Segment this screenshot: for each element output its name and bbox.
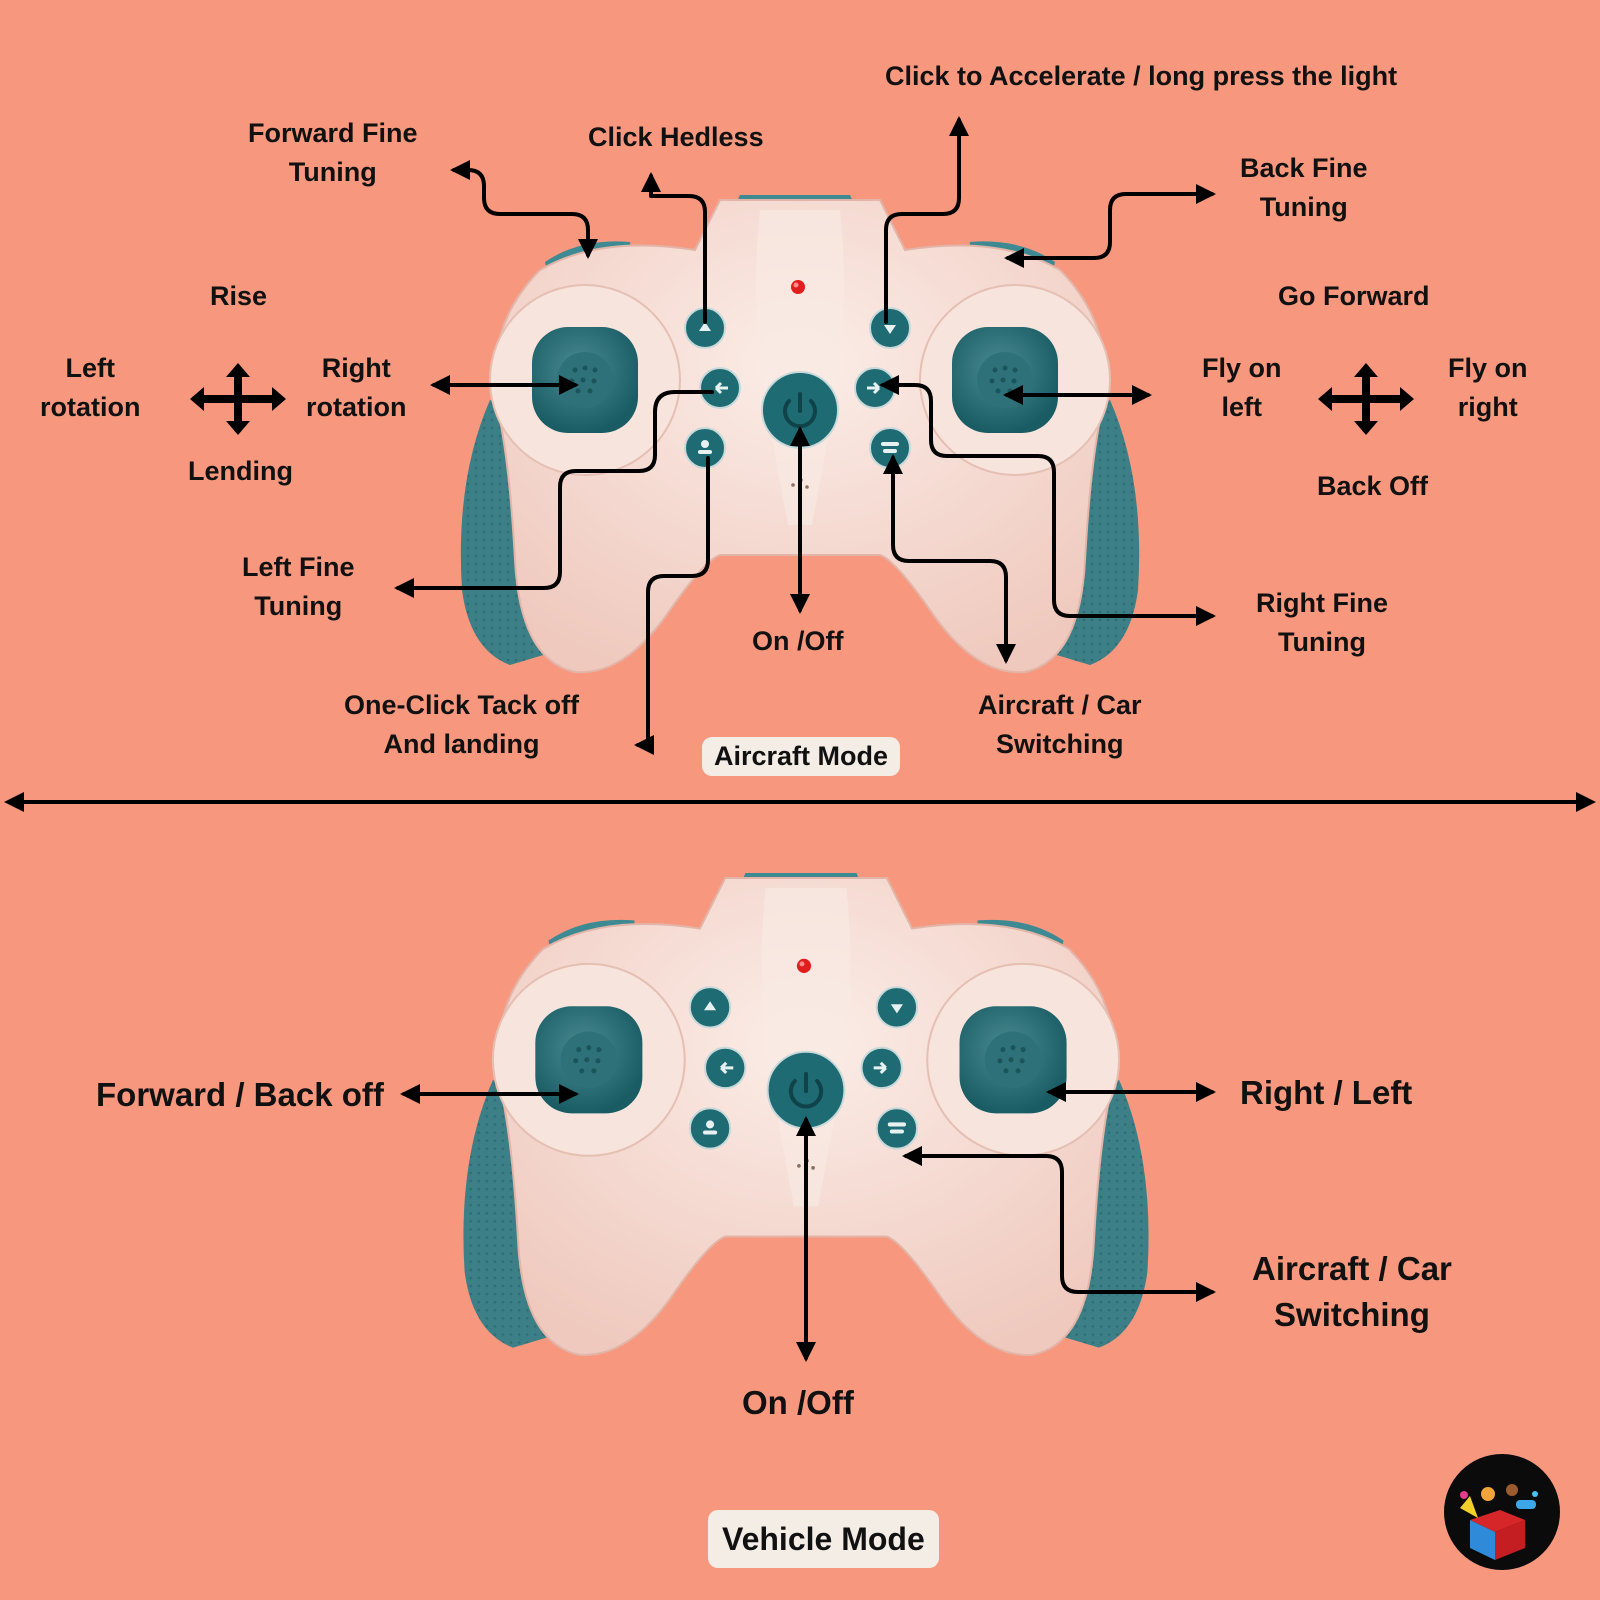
line-accelerate xyxy=(884,116,969,324)
mode-badge-aircraft: Aircraft Mode xyxy=(702,737,901,776)
label-click-headless: Click Hedless xyxy=(588,122,764,152)
label-go-forward: Go Forward xyxy=(1278,281,1430,311)
label-on-off-vehicle: On /Off xyxy=(742,1384,854,1421)
toy-box-logo xyxy=(1444,1454,1560,1570)
label-rise: Rise xyxy=(210,281,268,311)
mode-badge-vehicle: Vehicle Mode xyxy=(708,1510,939,1568)
line-left-fine-tuning xyxy=(394,390,714,598)
line-switching-aircraft xyxy=(883,454,1016,664)
four-way-arrow-icon xyxy=(1318,363,1414,435)
line-switching-vehicle xyxy=(902,1146,1216,1302)
line-one-click xyxy=(634,456,710,755)
label-accelerate: Click to Accelerate / long press the lig… xyxy=(885,61,1398,91)
line-forward-fine-tuning xyxy=(450,160,598,259)
label-forward-back: Forward / Back off xyxy=(96,1076,384,1113)
label-right-left: Right / Left xyxy=(1240,1074,1413,1111)
line-back-fine-tuning xyxy=(1004,184,1216,268)
line-click-headless xyxy=(641,172,707,324)
four-way-arrow-icon xyxy=(190,363,286,435)
label-lending: Lending xyxy=(188,456,293,486)
label-on-off-aircraft: On /Off xyxy=(752,626,844,656)
label-back-off: Back Off xyxy=(1317,471,1429,501)
